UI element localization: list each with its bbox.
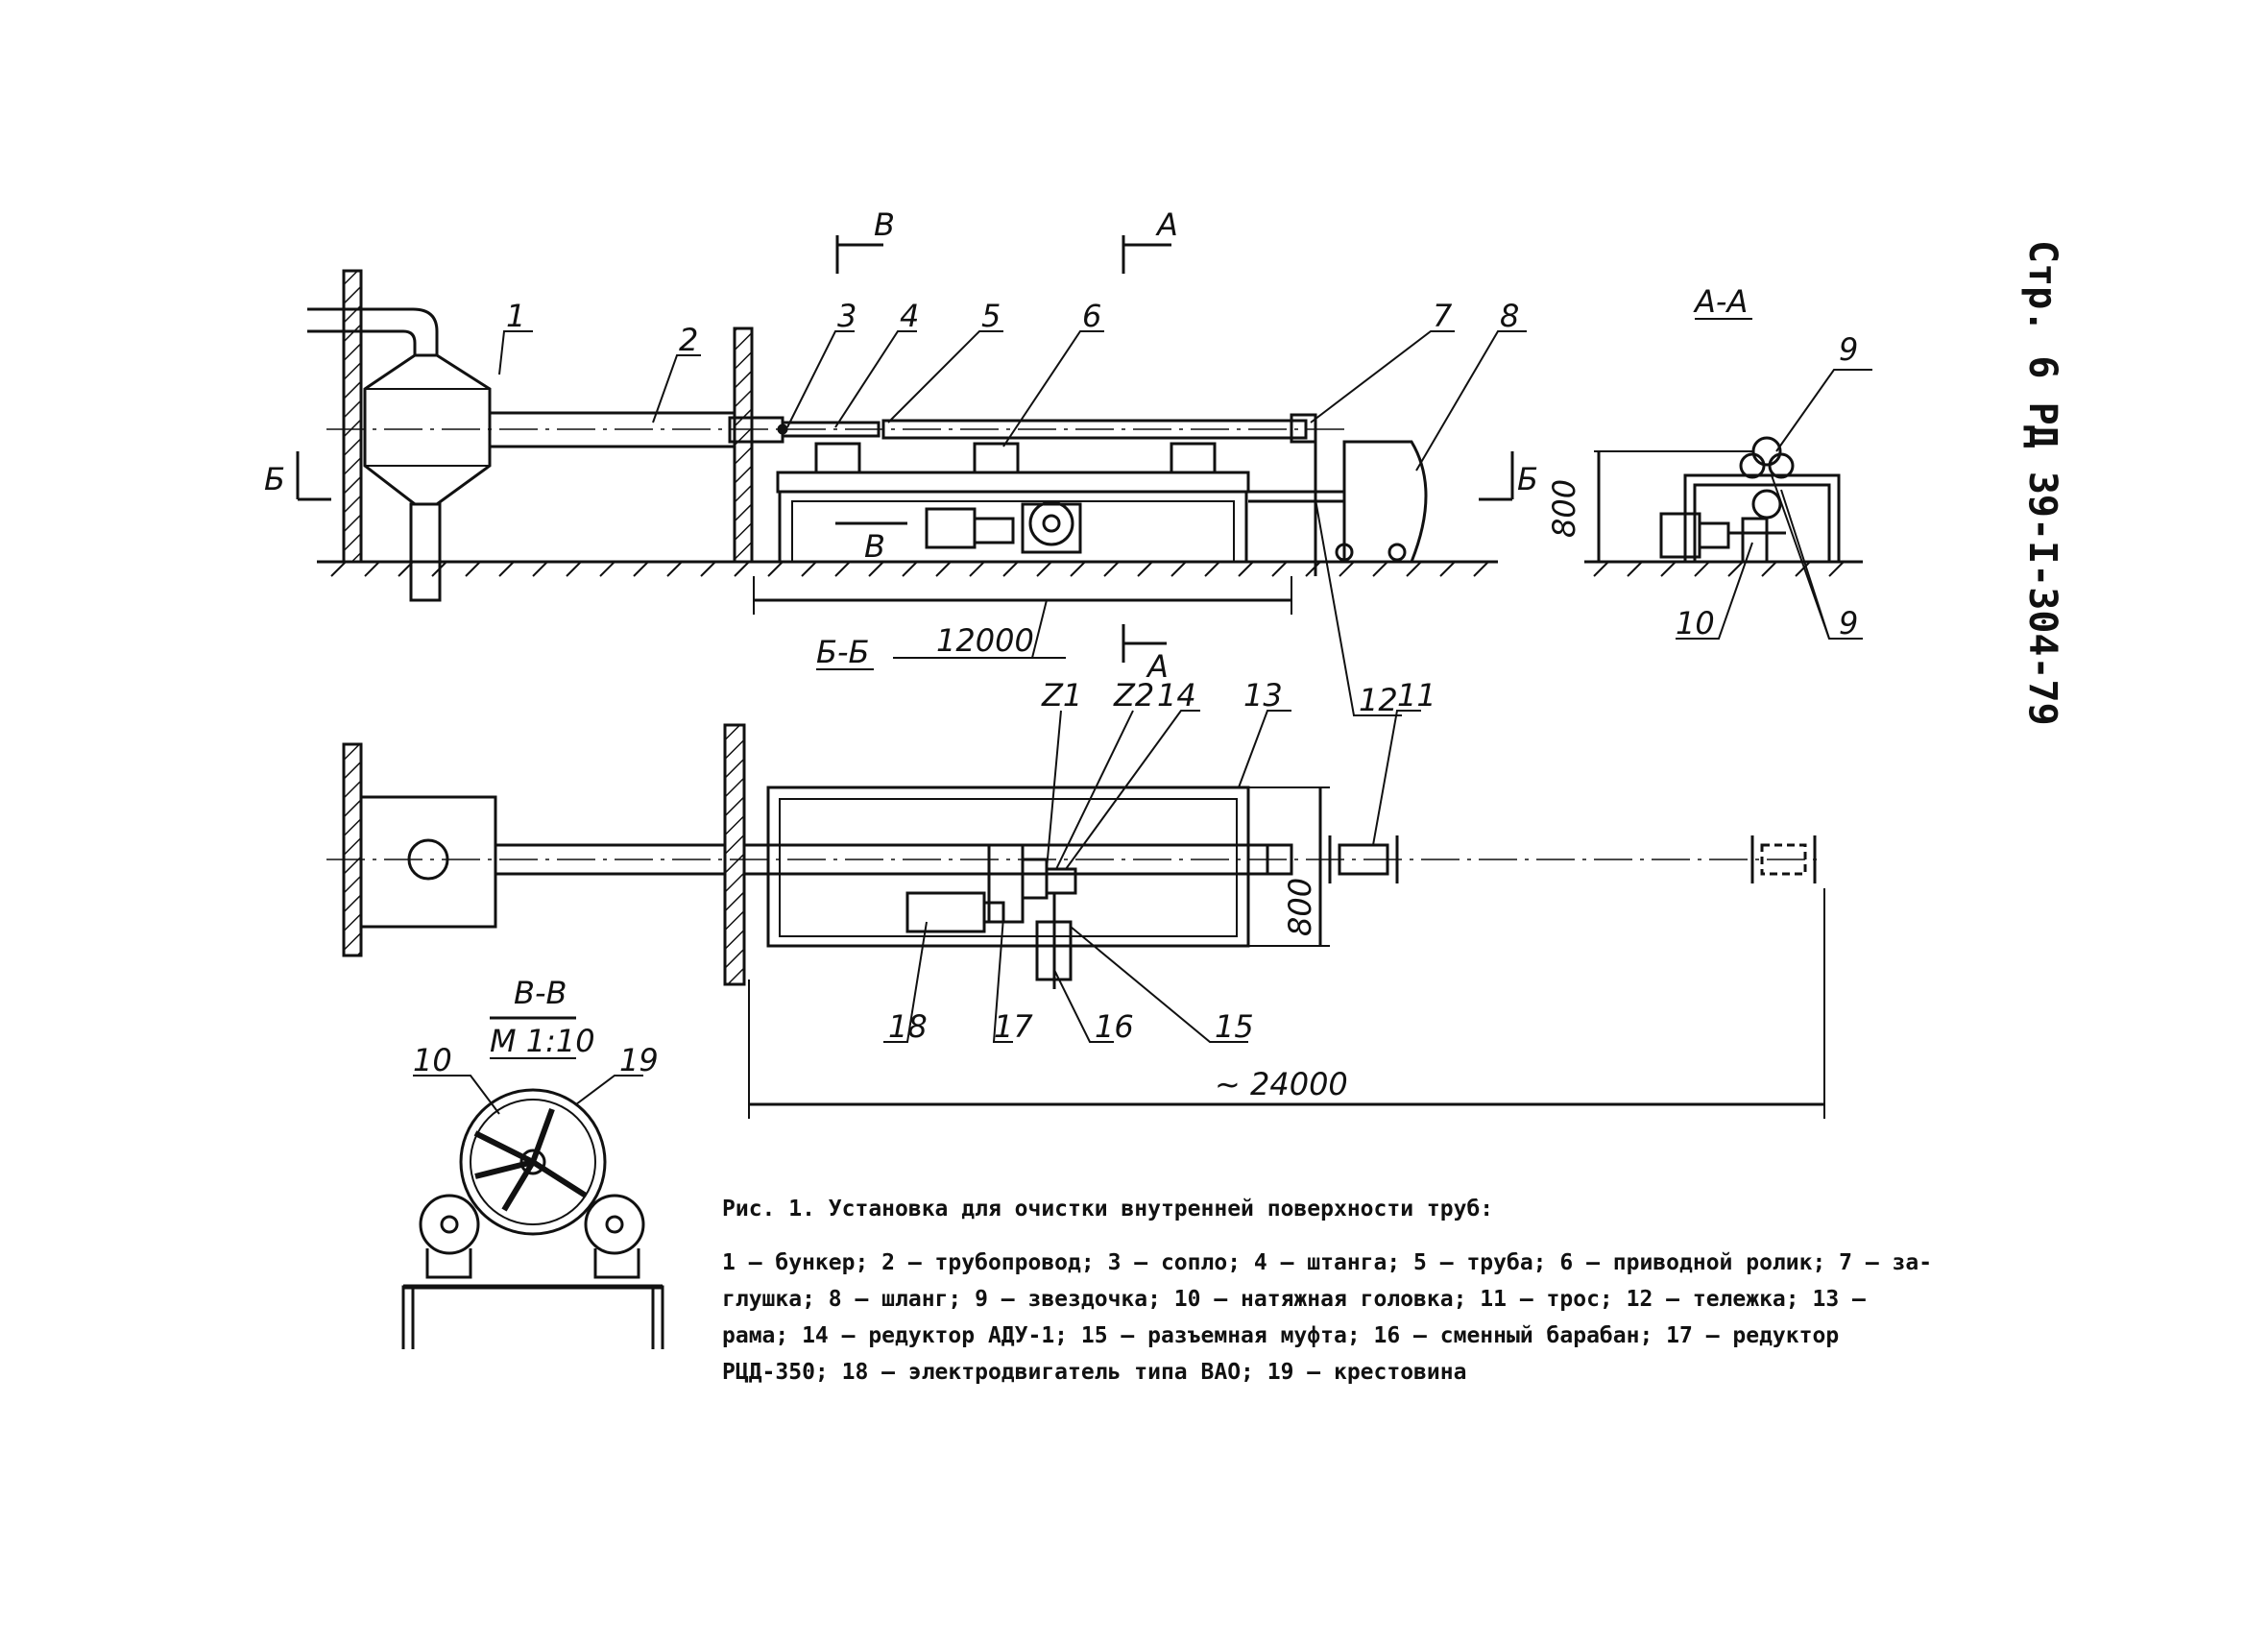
callout-17: 17 (994, 1008, 1033, 1045)
inlet-pipe (307, 307, 439, 355)
label-aa: А-А (1693, 283, 1748, 320)
cut-b-left-label: Б (264, 461, 285, 497)
cut-v-top (835, 235, 883, 274)
hose (1248, 427, 1344, 576)
cut-v-mid-label: В (864, 528, 885, 565)
callout-5: 5 (981, 298, 1001, 334)
callout-11: 11 (1397, 677, 1436, 714)
elevation-view (296, 235, 1527, 716)
callout-12: 12 (1359, 682, 1398, 718)
cut-b-right-label: Б (1517, 461, 1538, 497)
ground-hatching (330, 561, 1489, 577)
cut-a-bottom (1122, 624, 1167, 663)
cut-a-top-label: А (1155, 206, 1178, 243)
callout-7: 7 (1433, 298, 1453, 334)
aa-frame (1683, 473, 1841, 562)
tension-head (1338, 843, 1389, 876)
cut-b-right (1479, 451, 1514, 501)
labels: А-А Б-Б В-В М 1:10 В А Б Б В А 12000 ~ 2… (264, 206, 1858, 1102)
callout-9-top: 9 (1839, 331, 1858, 368)
caption-line: РЦД-350; 18 – электродвигатель типа ВАО;… (722, 1360, 1467, 1385)
pipe (881, 419, 1308, 440)
callout-19: 19 (619, 1042, 659, 1078)
callout-15: 15 (1215, 1008, 1254, 1045)
cut-b-left (296, 451, 331, 501)
cross-piece (473, 1107, 588, 1212)
gearbox-adu-1 (1045, 867, 1077, 895)
callout-13: 13 (1243, 677, 1283, 714)
callout-9-bottom: 9 (1839, 605, 1858, 641)
section-bb-view (326, 710, 1825, 1119)
drive-roller (814, 442, 861, 474)
callout-10-aa: 10 (1676, 605, 1715, 641)
callout-8: 8 (1500, 298, 1519, 334)
label-bb: Б-Б (816, 634, 869, 670)
hopper-plan (359, 795, 497, 929)
cut-v-top-label: В (874, 206, 895, 243)
gear-z2: Z2 (1113, 677, 1154, 714)
motor (925, 507, 977, 549)
drum-wheel (459, 1088, 607, 1236)
dim-24000: ~ 24000 (1215, 1066, 1348, 1102)
callout-2: 2 (679, 322, 698, 358)
sprocket (1751, 436, 1782, 467)
dim-800-aa: 800 (1546, 479, 1582, 538)
section-aa-view (1584, 369, 1872, 640)
caption-line: глушка; 8 – шланг; 9 – звездочка; 10 – н… (722, 1287, 1866, 1312)
figure-caption: Рис. 1. Установка для очистки внутренней… (722, 1191, 2018, 1391)
rod (781, 421, 881, 438)
callout-3: 3 (837, 298, 857, 334)
callout-14: 14 (1157, 677, 1196, 714)
label-vv-scale: М 1:10 (490, 1023, 595, 1059)
page-reference: Стр. 6 РД 39-I-304-79 (2020, 240, 2064, 726)
callout-16: 16 (1095, 1008, 1134, 1045)
dim-800-bb: 800 (1282, 878, 1318, 936)
callout-10-vv: 10 (413, 1042, 452, 1078)
callout-4: 4 (900, 298, 919, 334)
hopper-outlet (409, 502, 442, 602)
caption-title: Рис. 1. Установка для очистки внутренней… (722, 1197, 1494, 1222)
gear-z1: Z1 (1041, 677, 1082, 714)
caption-line: рама; 14 – редуктор АДУ-1; 15 – разъемна… (722, 1323, 1840, 1348)
trolley-frame (776, 471, 1250, 494)
caption-line: 1 – бункер; 2 – трубопровод; 3 – сопло; … (722, 1250, 1933, 1275)
callout-18: 18 (888, 1008, 928, 1045)
section-vv-view (401, 1016, 664, 1349)
motor-vao (905, 891, 986, 933)
cut-a-top (1122, 235, 1171, 274)
callout-6: 6 (1082, 298, 1101, 334)
cut-a-bottom-label: А (1146, 648, 1169, 685)
gearbox-rcd-350 (987, 843, 1025, 924)
wall-left (342, 269, 363, 564)
dim-12000: 12000 (936, 622, 1034, 659)
wall-middle (733, 327, 754, 564)
label-vv: В-В (514, 975, 567, 1011)
callout-1: 1 (506, 298, 525, 334)
